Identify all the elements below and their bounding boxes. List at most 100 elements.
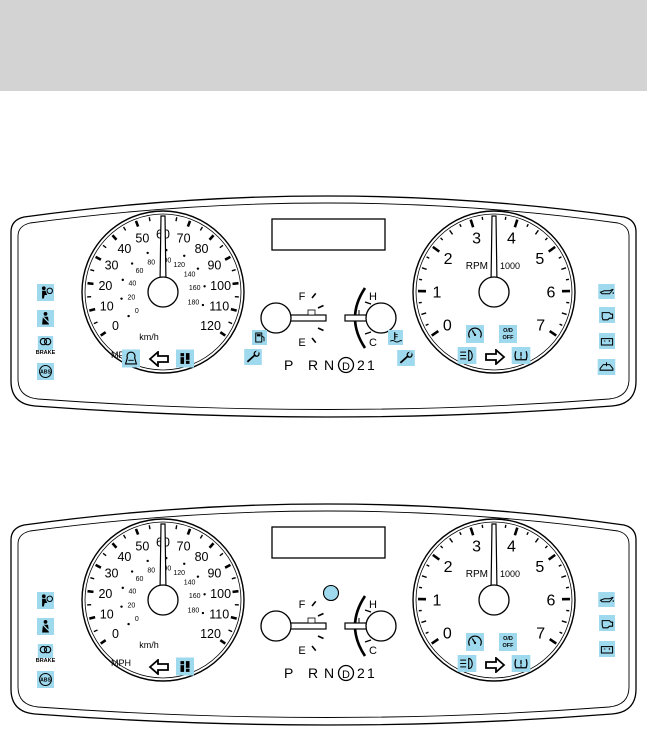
kmh-tick-label: 80 xyxy=(147,260,155,267)
kmh-dot xyxy=(183,562,186,565)
rpm-tick-label: 2 xyxy=(444,251,453,268)
rpm-minor-tick xyxy=(425,631,429,635)
mph-tick-label: 80 xyxy=(195,550,209,564)
indicator-lamp-dot xyxy=(322,584,340,602)
mph-tick-label: 100 xyxy=(210,587,231,601)
rpm-unit-label: RPM xyxy=(466,261,488,272)
kmh-dot xyxy=(127,622,130,626)
fuel-full-label: F xyxy=(299,291,306,303)
mph-major-tick xyxy=(88,307,96,312)
battery-charge-icon xyxy=(598,641,616,657)
rpm-tick-label: 0 xyxy=(443,626,452,643)
rpm-major-tick xyxy=(547,553,556,561)
fuel-hub xyxy=(260,302,292,334)
mph-major-tick xyxy=(219,331,227,337)
rpm-minor-tick xyxy=(534,537,539,543)
kmh-tick-label: 0 xyxy=(135,616,139,623)
mph-tick-label: 20 xyxy=(98,587,112,601)
mph-major-tick xyxy=(224,563,232,569)
cluster-bottom: 0102030405060708090100110120020406080100… xyxy=(10,503,637,726)
gear-2: 2 xyxy=(357,665,365,681)
rpm-major-tick xyxy=(469,219,475,228)
rpm-tick-label: 4 xyxy=(507,539,516,556)
mph-major-tick xyxy=(230,307,238,312)
mph-major-tick xyxy=(219,639,227,645)
rpm-minor-tick xyxy=(561,620,567,624)
mph-major-tick xyxy=(134,220,140,228)
rpm-major-tick xyxy=(513,219,519,228)
od-off-line2: OFF xyxy=(503,643,515,649)
kmh-dot xyxy=(130,570,134,573)
fuel-tick xyxy=(311,645,317,652)
rpm-minor-tick xyxy=(558,256,562,259)
mph-tick-label: 120 xyxy=(200,319,221,333)
speedometer-needle xyxy=(159,215,167,285)
rpm-major-tick xyxy=(469,527,475,536)
rpm-minor-tick xyxy=(421,620,427,624)
check-engine-icon xyxy=(598,615,616,631)
speedometer-inner-ring xyxy=(84,213,242,371)
mph-tick-label: 100 xyxy=(210,279,231,293)
rpm-tick-label: 1 xyxy=(433,284,442,301)
clusters-root: 0102030405060708090100110120020406080100… xyxy=(10,195,637,726)
mph-minor-tick xyxy=(93,321,98,325)
kmh-dot xyxy=(146,251,149,255)
od-off-line2: OFF xyxy=(503,335,515,341)
od-off-line1: O/D xyxy=(503,328,513,334)
rpm-tick-label: 7 xyxy=(536,318,545,335)
mph-minor-tick xyxy=(231,269,236,272)
mph-major-tick xyxy=(87,589,94,594)
rpm-minor-tick xyxy=(526,531,529,536)
mph-unit-label: MPH xyxy=(111,350,131,360)
mph-major-tick xyxy=(94,563,102,569)
tachometer-inner-ring xyxy=(415,213,573,371)
kmh-tick-label: 20 xyxy=(128,295,136,302)
gear-r: R xyxy=(308,357,318,373)
rpm-minor-tick xyxy=(449,537,454,543)
kmh-dot xyxy=(121,278,124,282)
temp-hot-label: H xyxy=(369,599,377,611)
rpm-minor-tick xyxy=(418,278,423,281)
kmh-tick-label: 40 xyxy=(128,588,136,595)
fuel-hub xyxy=(260,610,292,642)
mph-major-tick xyxy=(99,639,107,645)
mph-major-tick xyxy=(134,528,140,536)
mph-tick-label: 40 xyxy=(117,550,131,564)
mph-major-tick xyxy=(208,542,215,549)
kmh-tick-label: 120 xyxy=(173,570,185,577)
rpm-tick-label: 4 xyxy=(507,231,516,248)
gear-1: 1 xyxy=(367,357,375,373)
fuel-pump-mark xyxy=(307,309,316,316)
rpm-tick-label: 7 xyxy=(536,626,545,643)
mph-minor-tick xyxy=(90,269,95,272)
traction-control-icon xyxy=(176,349,194,368)
temp-tick xyxy=(364,639,372,643)
rpm-major-tick xyxy=(432,245,441,253)
rpm-tick-label: 3 xyxy=(472,539,481,556)
rpm-tick-label: 5 xyxy=(535,559,544,576)
kmh-dot xyxy=(120,297,123,300)
rpm-multiplier-label: 1000 xyxy=(500,261,520,271)
speedometer-needle xyxy=(159,523,167,593)
fuel-tick xyxy=(317,635,324,640)
kmh-dot xyxy=(183,254,186,257)
rpm-minor-tick xyxy=(565,586,570,589)
header-bar xyxy=(0,0,647,91)
rpm-minor-tick xyxy=(449,229,454,235)
rpm-minor-tick xyxy=(558,564,562,567)
rpm-minor-tick xyxy=(534,229,539,235)
abs-warning-icon xyxy=(37,671,54,688)
kmh-dot xyxy=(196,267,200,270)
oil-pressure-icon xyxy=(597,284,616,299)
kmh-unit-label: km/h xyxy=(139,640,159,650)
speedometer-hub xyxy=(147,276,179,308)
tachometer-inner-ring xyxy=(415,521,573,679)
rpm-minor-tick xyxy=(544,545,548,549)
mph-tick-label: 50 xyxy=(135,539,149,553)
message-display xyxy=(271,526,386,559)
gear-d-ring xyxy=(337,356,355,374)
gear-d-ring xyxy=(337,664,355,682)
speedometer-hub xyxy=(147,584,179,616)
mph-minor-tick xyxy=(199,226,204,231)
tachometer-needle xyxy=(490,215,498,285)
